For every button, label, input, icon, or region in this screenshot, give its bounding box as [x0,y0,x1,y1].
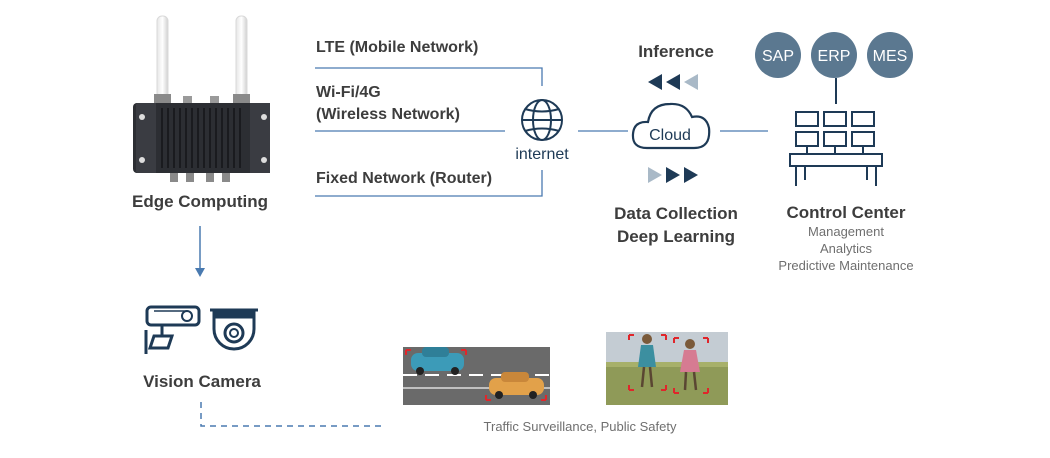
data-collection-label: Data Collection [614,204,738,223]
network-lines [315,67,768,197]
fixed-network-label: Fixed Network (Router) [316,170,493,187]
inference-label: Inference [638,42,714,61]
edge-to-camera-arrow [195,226,205,277]
mes-badge [867,32,913,78]
camera-to-apps-connector [200,402,383,427]
wifi-network-label-line1: Wi-Fi/4G [316,84,381,101]
cloud-icon [631,102,711,150]
traffic-surveillance-image [403,347,550,405]
vision-camera-label: Vision Camera [143,372,261,391]
cloud-label: Cloud [649,127,691,144]
globe-icon [521,99,563,141]
applications-caption: Traffic Surveillance, Public Safety [483,419,677,434]
internet-label: internet [515,146,569,163]
control-center-label: Control Center [786,203,906,222]
lte-network-label: LTE (Mobile Network) [316,39,479,56]
public-safety-image [606,332,728,405]
inference-arrows-icon [648,74,698,90]
edge-computing-label: Edge Computing [132,192,268,211]
deep-learning-label: Deep Learning [616,227,736,246]
analytics-label: Analytics [819,241,873,256]
badge-label: MES [873,48,908,65]
collection-arrows-icon [648,167,698,183]
security-camera-icon [144,305,201,354]
erp-badges: SAP ERP MES [755,32,913,78]
predictive-maintenance-label: Predictive Maintenance [778,258,914,273]
erp-badge [811,32,857,78]
control-center-icon [789,78,883,186]
edge-device-icon [133,15,270,182]
dome-camera-icon [210,308,258,351]
badge-label: SAP [762,48,794,65]
badge-label: ERP [818,48,851,65]
wifi-network-label-line2: (Wireless Network) [316,106,460,123]
management-label: Management [808,224,884,239]
sap-badge [755,32,801,78]
